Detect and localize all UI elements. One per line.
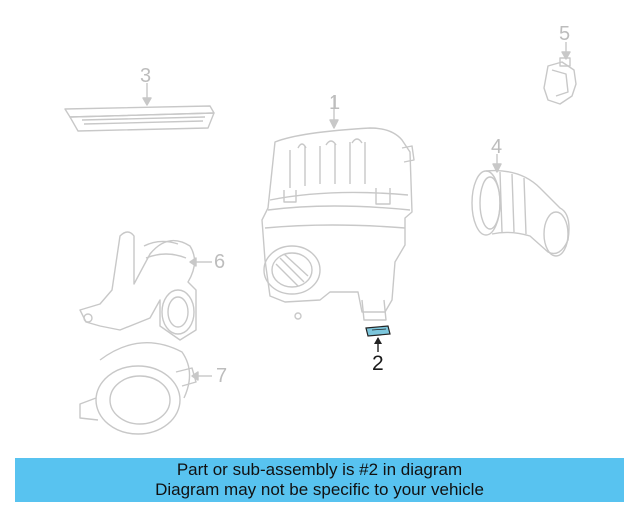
parts-drawing: [64, 42, 577, 435]
callout-6: 6: [214, 251, 226, 273]
part-4-hose: [471, 154, 570, 257]
part-3-air-filter: [64, 83, 215, 132]
info-banner: Part or sub-assembly is #2 in diagram Di…: [15, 458, 624, 502]
part-1-air-cleaner-housing: [261, 95, 415, 321]
callout-5: 5: [559, 23, 571, 45]
callout-7: 7: [216, 365, 228, 387]
banner-line-disclaimer: Diagram may not be specific to your vehi…: [155, 480, 484, 499]
part-2-clip-highlighted: [365, 325, 391, 352]
callout-2: 2: [372, 352, 384, 375]
part-6-duct: [79, 231, 212, 341]
callout-1: 1: [329, 92, 341, 114]
parts-diagram: 3 1 5 4 6 7 2: [64, 23, 577, 435]
callout-4: 4: [491, 136, 503, 158]
callout-3: 3: [140, 65, 152, 87]
banner-line-part-number: Part or sub-assembly is #2 in diagram: [176, 460, 463, 479]
part-7-intake-tube: [79, 342, 212, 435]
part-5-sensor: [543, 42, 577, 105]
